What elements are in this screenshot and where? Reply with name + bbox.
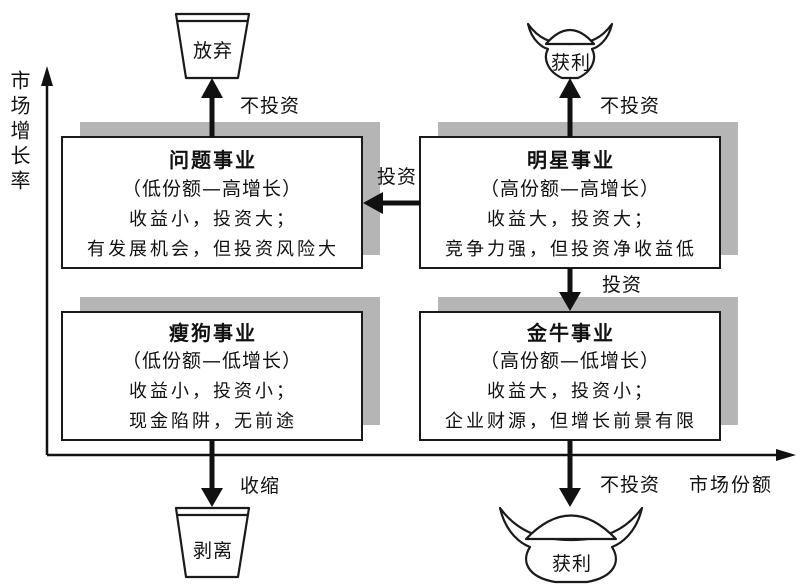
profit-ingot-top: 获利 (526, 22, 614, 80)
arrow-dog-down-head (201, 488, 223, 507)
star-line2: 竞争力强，但投资净收益低 (445, 239, 697, 260)
dog-line1: 收益小，投资小； (129, 381, 297, 402)
flow-label-star-to-question: 投资 (377, 166, 417, 188)
outcome-divest: 剥离 (193, 540, 233, 562)
abandon-bucket: 放弃 (174, 12, 251, 80)
question-quadrant: 问题事业 （低份额—高增长） 收益小，投资大； 有发展机会，但投资风险大 (61, 136, 363, 269)
outcome-profit-bottom: 获利 (552, 553, 592, 575)
cow-subtitle: （高份额—低增长） (480, 350, 660, 372)
star-line1: 收益大，投资大； (487, 209, 655, 230)
arrow-star-to-question (363, 192, 420, 214)
dog-line2: 现金陷阱，无前途 (129, 411, 297, 432)
dog-subtitle: （低份额—低增长） (122, 350, 302, 372)
cow-title: 金牛事业 (526, 321, 615, 345)
arrow-dog-down (201, 440, 223, 507)
cow-quadrant: 金牛事业 （高份额—低增长） 收益大，投资小； 企业财源，但增长前景有限 (419, 311, 721, 441)
arrow-star-up (559, 78, 581, 137)
question-line1: 收益小，投资大； (129, 209, 297, 230)
divest-bucket: 剥离 (174, 506, 251, 579)
y-axis-arrowhead (41, 66, 53, 86)
ingot-bottom-dome (524, 514, 618, 541)
arrow-cow-down (559, 440, 581, 507)
flow-label-star-to-cow: 投资 (602, 274, 642, 296)
star-quadrant: 明星事业 （高份额—高增长） 收益大，投资大； 竞争力强，但投资净收益低 (419, 136, 721, 269)
star-box (419, 136, 721, 269)
arrow-star-to-cow (559, 268, 581, 311)
arrow-star-up-head (559, 78, 581, 98)
question-title: 问题事业 (169, 148, 257, 172)
x-axis-arrowhead (776, 449, 796, 461)
dog-box (61, 311, 363, 441)
arrow-star-to-cow-head (559, 292, 581, 311)
ingot-top-dome (544, 29, 596, 46)
dog-title: 瘦狗事业 (169, 321, 257, 345)
cow-line1: 收益大，投资小； (487, 381, 655, 402)
question-line2: 有发展机会，但投资风险大 (87, 239, 339, 260)
flow-label-cow-down: 不投资 (600, 474, 660, 496)
profit-ingot-bottom: 获利 (498, 506, 644, 584)
outcome-abandon: 放弃 (193, 40, 233, 62)
cow-box (419, 311, 721, 441)
outcome-profit-top: 获利 (551, 52, 591, 74)
flow-label-dog-down: 收缩 (240, 475, 280, 497)
cow-line2: 企业财源，但增长前景有限 (445, 411, 697, 432)
arrow-question-up (201, 78, 223, 137)
star-title: 明星事业 (527, 148, 615, 172)
divest-bucket-icon (174, 506, 251, 579)
y-axis-label: 市场增长率 (7, 70, 31, 195)
arrow-question-up-head (201, 78, 223, 98)
arrow-star-to-question-head (363, 192, 383, 214)
arrow-cow-down-head (559, 488, 581, 507)
dog-quadrant: 瘦狗事业 （低份额—低增长） 收益小，投资小； 现金陷阱，无前途 (61, 311, 363, 441)
flow-label-star-up: 不投资 (600, 95, 660, 117)
abandon-bucket-icon (174, 12, 251, 80)
x-axis-label: 市场份额 (689, 474, 773, 496)
flow-label-question-up: 不投资 (240, 95, 300, 117)
question-box (61, 136, 363, 269)
question-subtitle: （低份额—高增长） (122, 178, 302, 200)
star-subtitle: （高份额—高增长） (480, 178, 660, 200)
